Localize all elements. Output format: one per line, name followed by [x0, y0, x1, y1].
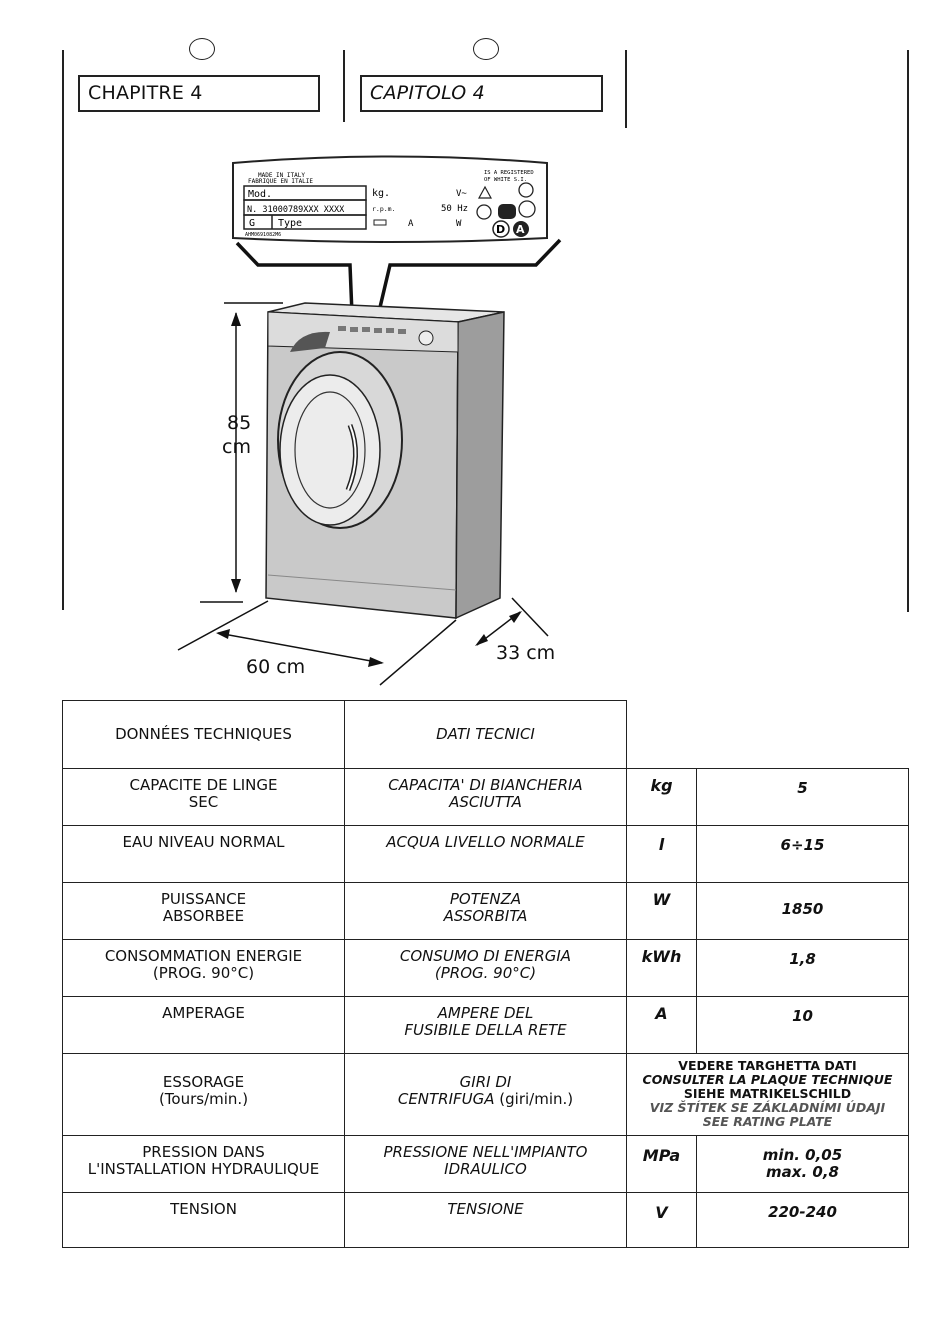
header-fr: DONNÉES TECHNIQUES	[62, 700, 345, 769]
plate-mod: Mod.	[248, 189, 272, 200]
language-circle-it	[473, 38, 499, 60]
row-unit: V	[626, 1192, 697, 1248]
plate-g: G	[249, 218, 255, 229]
row-unit: kWh	[626, 939, 697, 997]
plate-volt: V~	[456, 189, 467, 199]
plate-made-in: MADE IN ITALY	[258, 172, 305, 179]
language-circle-fr	[189, 38, 215, 60]
row-value: 10	[696, 996, 909, 1054]
safety-mark-icon-2	[518, 182, 534, 198]
safety-mark-icon	[518, 200, 536, 218]
row-label-fr: EAU NIVEAU NORMAL	[62, 825, 345, 883]
mark-a-icon	[513, 221, 529, 237]
row-label-fr: TENSION	[62, 1192, 345, 1248]
plate-code: AHM0691082M6	[245, 232, 281, 238]
row-label-fr: CONSOMMATION ENERGIE(PROG. 90°C)	[62, 939, 345, 997]
row-unit: kg	[626, 768, 697, 826]
column-divider-2	[625, 50, 627, 128]
table-row: CONSOMMATION ENERGIE(PROG. 90°C) CONSUMO…	[62, 939, 909, 997]
row-value: 220-240	[696, 1192, 909, 1248]
mark-d-icon	[492, 220, 510, 238]
plate-registered-2: OF WHITE S.I.	[484, 177, 527, 183]
plate-fabrique: FABRIQUE EN ITALIE	[248, 178, 313, 185]
row-label-it: CONSUMO DI ENERGIA(PROG. 90°C)	[344, 939, 627, 997]
rating-plate: MADE IN ITALY FABRIQUE EN ITALIE IS A RE…	[232, 155, 548, 243]
certification-mark-icon	[476, 204, 492, 220]
row-value: 1850	[696, 882, 909, 940]
chapter-title-fr: CHAPITRE 4	[78, 75, 320, 112]
row-unit: l	[626, 825, 697, 883]
dimension-lines	[177, 302, 549, 686]
row-value: 5	[696, 768, 909, 826]
table-row: TENSION TENSIONE V 220-240	[62, 1192, 909, 1248]
row-label-fr: ESSORAGE(Tours/min.)	[62, 1053, 345, 1136]
row-label-it: TENSIONE	[344, 1192, 627, 1248]
column-divider-1	[343, 50, 345, 122]
left-margin-line	[62, 50, 64, 610]
row-unit: W	[626, 882, 697, 940]
plate-hz: 50 Hz	[441, 204, 468, 214]
technical-data-table: DONNÉES TECHNIQUES DATI TECNICI CAPACITE…	[62, 700, 909, 1248]
right-margin-line	[907, 50, 909, 612]
chapter-title-it: CAPITOLO 4	[360, 75, 603, 112]
height-unit: cm	[222, 436, 251, 458]
plate-mark-a: A	[516, 223, 525, 236]
row-value: 1,8	[696, 939, 909, 997]
plate-kg: kg.	[372, 188, 390, 199]
plate-amp: A	[408, 219, 414, 229]
plate-type: Type	[278, 218, 302, 229]
row-value: 6÷15	[696, 825, 909, 883]
fuse-icon	[373, 219, 387, 226]
approval-mark-icon	[498, 204, 516, 219]
row-label-it: ACQUA LIVELLO NORMALE	[344, 825, 627, 883]
washing-machine-illustration: MADE IN ITALY FABRIQUE EN ITALIE IS A RE…	[177, 155, 562, 686]
row-unit: MPa	[626, 1135, 697, 1193]
header-it: DATI TECNICI	[344, 700, 627, 769]
table-row: EAU NIVEAU NORMAL ACQUA LIVELLO NORMALE …	[62, 825, 909, 883]
depth-dimension: 33 cm	[496, 642, 556, 664]
row-unit: A	[626, 996, 697, 1054]
header-blank	[626, 700, 909, 769]
plate-watt: W	[456, 219, 462, 229]
washing-machine	[265, 302, 505, 620]
plate-mark-d: D	[496, 223, 505, 236]
row-label-fr: AMPERAGE	[62, 996, 345, 1054]
rating-plate-note: VEDERE TARGHETTA DATI CONSULTER LA PLAQU…	[626, 1053, 909, 1136]
width-dimension: 60 cm	[246, 656, 306, 678]
warning-icon	[477, 185, 493, 199]
plate-serial: N. 31000789XXX XXXX	[247, 205, 345, 215]
plate-rpm: r.p.m.	[372, 205, 395, 213]
plate-registered-1: IS A REGISTERED	[484, 170, 534, 176]
height-value: 85	[227, 412, 252, 434]
